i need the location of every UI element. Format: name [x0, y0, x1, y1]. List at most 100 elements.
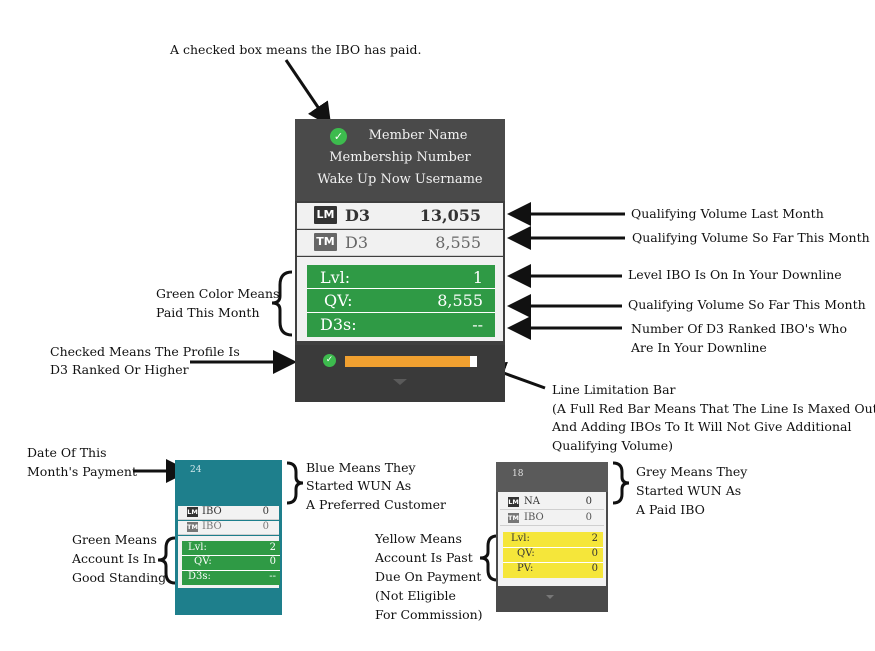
annotation-green-account-line1: Green Means: [72, 532, 157, 547]
annotation-num-d3-line1: Number Of D3 Ranked IBO's Who: [631, 321, 847, 336]
grey-tm-row: TM IBO 0: [500, 512, 604, 526]
lm-value: 13,055: [419, 206, 481, 225]
tm-badge: TM: [187, 522, 198, 532]
qv-value: 8,555: [437, 291, 483, 310]
lvl-value: 2: [269, 542, 276, 553]
tm-value: 8,555: [435, 233, 481, 252]
member-name: Member Name: [368, 128, 468, 143]
lvl-label: Lvl:: [511, 533, 530, 544]
blue-tm-row: TM IBO 0: [178, 521, 279, 535]
pv-label: PV:: [517, 563, 534, 574]
tm-rank: D3: [345, 233, 369, 252]
lm-label: IBO: [202, 506, 222, 517]
paid-ibo-card[interactable]: 18 LM NA 0 TM IBO 0 Lvl: 2 QV: 0 PV: 0: [496, 462, 608, 612]
arrow-checked-box: [284, 59, 332, 127]
annotation-blue-means-line1: Blue Means They: [306, 460, 416, 475]
annotation-green-account-line3: Good Standing: [72, 570, 167, 585]
tm-badge: TM: [314, 233, 337, 251]
tm-value: 0: [585, 512, 592, 523]
wun-username: Wake Up Now Username: [317, 172, 483, 187]
annotation-yellow-means-line5: For Commission): [375, 607, 483, 622]
lm-rank: D3: [345, 206, 371, 225]
last-month-row: LM D3 13,055: [297, 203, 503, 229]
annotation-qv-so-far-1: Qualifying Volume So Far This Month: [632, 230, 870, 245]
annotation-qv-so-far-2: Qualifying Volume So Far This Month: [628, 297, 866, 312]
annotation-level-ibo: Level IBO Is On In Your Downline: [628, 267, 842, 282]
line-limitation-bar: [345, 356, 477, 367]
annotation-yellow-means-line2: Account Is Past: [375, 550, 473, 565]
payment-date: 18: [512, 469, 524, 479]
tm-label: IBO: [202, 521, 222, 532]
d3s-value: --: [472, 315, 483, 334]
annotation-yellow-means-line4: (Not Eligible: [375, 588, 456, 603]
annotation-green-account-line2: Account Is In: [72, 551, 156, 566]
annotation-qv-last-month: Qualifying Volume Last Month: [631, 206, 824, 221]
membership-number: Membership Number: [329, 150, 471, 165]
brace-green-mini: [157, 536, 176, 585]
d3-rank-check-icon: ✓: [323, 354, 336, 367]
good-standing-box: Lvl: 2 QV: 0 D3s: --: [182, 541, 280, 585]
annotation-blue-means-line2: Started WUN As: [306, 478, 412, 493]
payment-date: 24: [190, 465, 202, 475]
divider: [182, 555, 280, 556]
pv-value: 0: [591, 563, 598, 574]
annotation-line-limit-line1: Line Limitation Bar: [552, 382, 676, 397]
annotation-date-payment-line1: Date Of This: [27, 445, 107, 460]
expand-chevron-icon[interactable]: [393, 379, 407, 385]
lvl-value: 2: [591, 533, 598, 544]
qv-value: 0: [269, 556, 276, 567]
brace-grey: [612, 461, 630, 505]
past-due-box: Lvl: 2 QV: 0 PV: 0: [503, 532, 603, 578]
lm-badge: LM: [508, 497, 519, 507]
annotation-date-payment-line2: Month's Payment: [27, 464, 137, 479]
qv-label: QV:: [194, 556, 212, 567]
member-card-footer: ✓: [295, 345, 505, 402]
lm-value: 0: [585, 496, 592, 507]
divider: [503, 547, 603, 548]
qv-value: 0: [591, 548, 598, 559]
paid-status-box: Lvl: 1 QV: 8,555 D3s: --: [307, 265, 495, 337]
grey-card-header: 18: [496, 462, 608, 492]
tm-badge: TM: [508, 513, 519, 523]
lm-label: NA: [524, 496, 540, 507]
lvl-label: Lvl:: [188, 542, 207, 553]
brace-yellow: [479, 534, 498, 582]
annotation-grey-means-line1: Grey Means They: [636, 464, 748, 479]
member-card-header: ✓ Member Name Membership Number Wake Up …: [295, 119, 505, 201]
preferred-customer-card[interactable]: 24 LM IBO 0 TM IBO 0 Lvl: 2 QV: 0 D3s: -…: [175, 460, 282, 615]
tm-label: IBO: [524, 512, 544, 523]
qv-label: QV:: [324, 291, 353, 310]
d3s-value: --: [269, 571, 276, 582]
divider: [307, 288, 495, 289]
annotation-num-d3-line2: Are In Your Downline: [631, 340, 767, 355]
annotation-green-means-line1: Green Color Means: [156, 286, 280, 301]
lvl-value: 1: [472, 268, 483, 287]
annotation-line-limit-line3: And Adding IBOs To It Will Not Give Addi…: [552, 419, 852, 434]
lvl-label: Lvl:: [320, 268, 351, 287]
expand-chevron-icon[interactable]: [546, 595, 554, 599]
lm-value: 0: [262, 506, 269, 517]
lm-badge: LM: [314, 206, 337, 224]
qv-label: QV:: [517, 548, 535, 559]
annotation-checked-d3-line1: Checked Means The Profile Is: [50, 344, 240, 359]
blue-lm-row: LM IBO 0: [178, 506, 279, 520]
annotation-grey-means-line3: A Paid IBO: [636, 502, 705, 517]
d3s-label: D3s:: [188, 571, 211, 582]
annotation-checked-box: A checked box means the IBO has paid.: [170, 42, 422, 57]
annotation-yellow-means-line1: Yellow Means: [375, 531, 462, 546]
annotation-line-limit-line4: Qualifying Volume): [552, 438, 674, 453]
divider: [503, 562, 603, 563]
grey-lm-row: LM NA 0: [500, 496, 604, 510]
annotation-blue-means-line3: A Preferred Customer: [306, 497, 446, 512]
annotation-green-means-line2: Paid This Month: [156, 305, 260, 320]
annotation-grey-means-line2: Started WUN As: [636, 483, 742, 498]
annotation-line-limit-line2: (A Full Red Bar Means That The Line Is M…: [552, 401, 875, 416]
divider: [307, 312, 495, 313]
member-card[interactable]: ✓ Member Name Membership Number Wake Up …: [295, 119, 505, 402]
brace-green-main: [271, 270, 293, 337]
this-month-row: TM D3 8,555: [297, 230, 503, 256]
tm-value: 0: [262, 521, 269, 532]
paid-check-icon: ✓: [330, 128, 347, 145]
annotation-checked-d3-line2: D3 Ranked Or Higher: [50, 362, 189, 377]
